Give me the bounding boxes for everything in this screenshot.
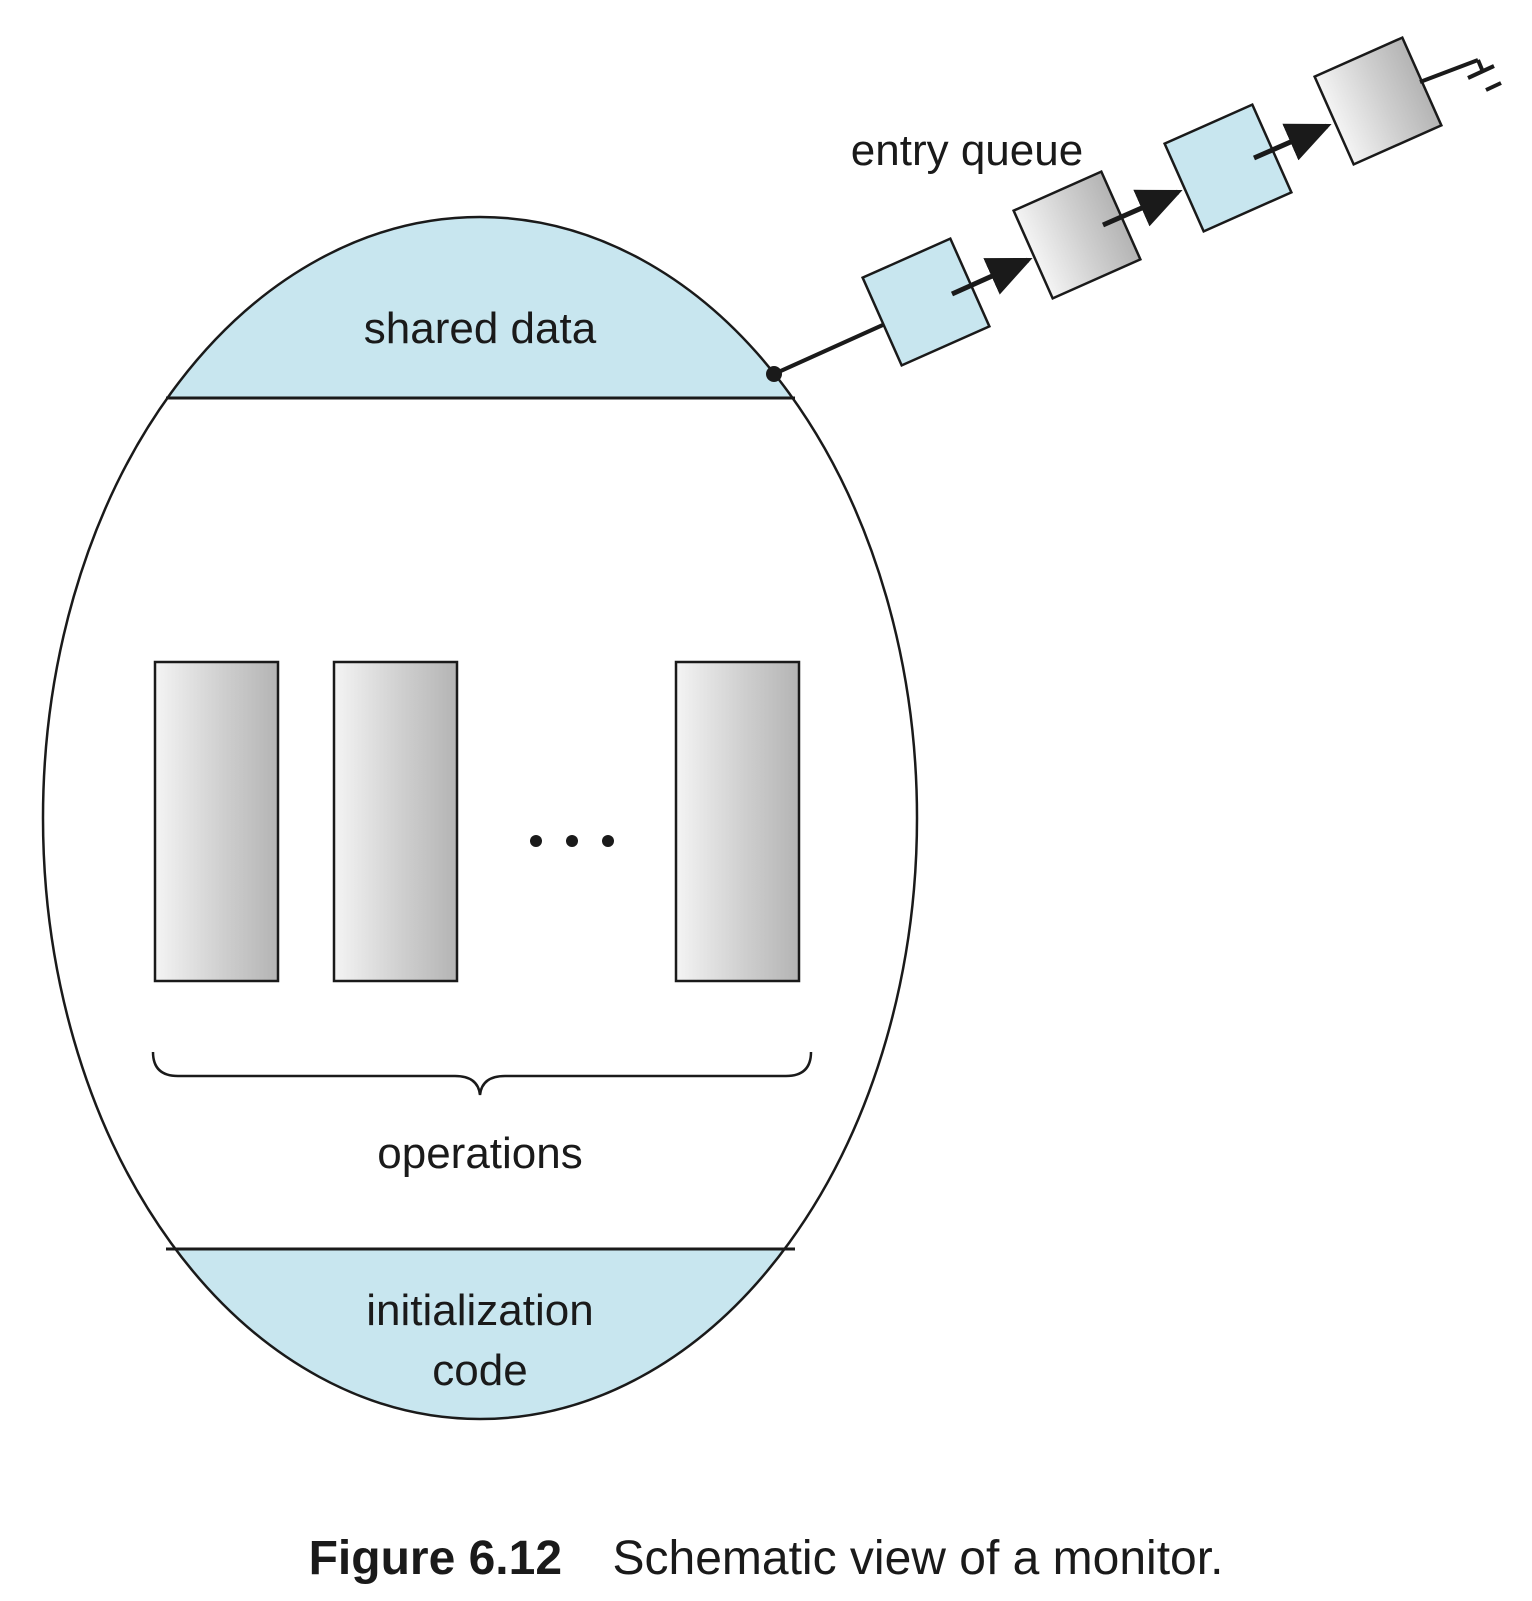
figure-number: Figure 6.12 <box>309 1532 562 1585</box>
queue-node <box>1162 102 1294 234</box>
shared-data-label: shared data <box>364 304 597 353</box>
code-label: code <box>432 1346 527 1395</box>
queue-attach-point <box>766 366 782 382</box>
null-terminator-icon <box>1419 58 1502 92</box>
shared-data-region <box>43 217 917 398</box>
monitor-body <box>41 215 919 1421</box>
queue-node <box>1312 35 1444 167</box>
queue-arrow <box>950 257 1033 297</box>
monitor-outline <box>41 215 919 1421</box>
entry-queue <box>766 35 1502 382</box>
ellipsis-dots <box>530 835 614 847</box>
initialization-label: initialization <box>366 1286 593 1335</box>
queue-arrow <box>1252 123 1332 161</box>
figure-caption: Figure 6.12 Schematic view of a monitor. <box>309 1532 1224 1585</box>
entry-queue-label: entry queue <box>851 126 1083 175</box>
operation-block <box>332 660 459 983</box>
operation-block <box>153 660 280 983</box>
operations-brace <box>151 1051 813 1096</box>
operations-label: operations <box>377 1129 582 1178</box>
queue-connector <box>773 322 886 376</box>
queue-node <box>1011 169 1143 301</box>
queue-arrow <box>1101 189 1183 228</box>
queue-node <box>860 236 992 368</box>
operation-block <box>674 660 801 983</box>
figure-caption-text: Schematic view of a monitor. <box>612 1532 1223 1585</box>
